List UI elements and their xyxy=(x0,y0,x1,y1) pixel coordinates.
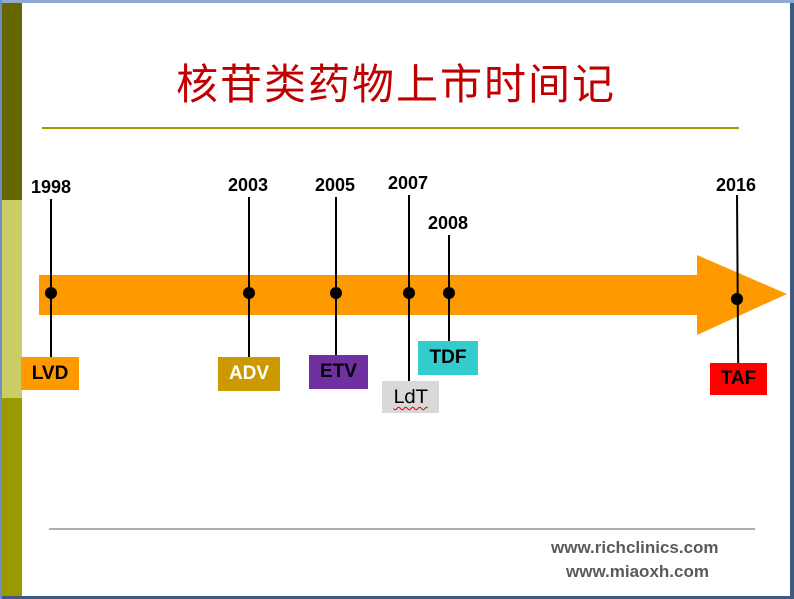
drug-name: LdT xyxy=(393,386,428,408)
slide-title: 核苷类药物上市时间记 xyxy=(175,60,616,109)
window-frame-left xyxy=(0,0,2,599)
marker-2008 xyxy=(443,287,455,299)
footer-url-richclinics: www.richclinics.com xyxy=(551,538,719,557)
footer-divider xyxy=(49,528,755,530)
sidebar-accent-light xyxy=(2,200,22,398)
marker-2016 xyxy=(731,293,743,305)
slide: 核苷类药物上市时间记 1998 LVD 2003 ADV 2005 ETV 20… xyxy=(2,3,790,596)
window-frame-top xyxy=(0,0,794,3)
drug-badge-tdf: TDF xyxy=(418,341,478,375)
drug-name: LVD xyxy=(31,362,69,384)
year-label-1998: 1998 xyxy=(30,177,72,197)
title-divider xyxy=(42,127,739,129)
stem-1998 xyxy=(50,199,52,357)
drug-name: TDF xyxy=(429,347,467,368)
drug-badge-lvd: LVD xyxy=(21,357,79,390)
sidebar-accent-dark xyxy=(2,3,22,200)
marker-2003 xyxy=(243,287,255,299)
year-label-2003: 2003 xyxy=(227,175,269,195)
year-label-2007: 2007 xyxy=(387,173,429,193)
footer-url-miaoxh: www.miaoxh.com xyxy=(566,562,709,581)
stem-2003 xyxy=(248,197,250,357)
year-label-2008: 2008 xyxy=(427,213,469,233)
sidebar-accent-mid xyxy=(2,398,22,596)
drug-badge-ldt: LdT xyxy=(382,381,439,413)
marker-2007 xyxy=(403,287,415,299)
marker-1998 xyxy=(45,287,57,299)
stem-2005 xyxy=(335,197,337,355)
drug-name: TAF xyxy=(720,368,757,389)
drug-badge-taf: TAF xyxy=(710,363,767,395)
marker-2005 xyxy=(330,287,342,299)
year-label-2005: 2005 xyxy=(314,175,356,195)
year-label-2016: 2016 xyxy=(715,175,757,195)
drug-name: ETV xyxy=(320,361,357,382)
drug-badge-etv: ETV xyxy=(309,355,368,389)
drug-badge-adv: ADV xyxy=(218,357,280,391)
drug-name: ADV xyxy=(228,363,270,384)
